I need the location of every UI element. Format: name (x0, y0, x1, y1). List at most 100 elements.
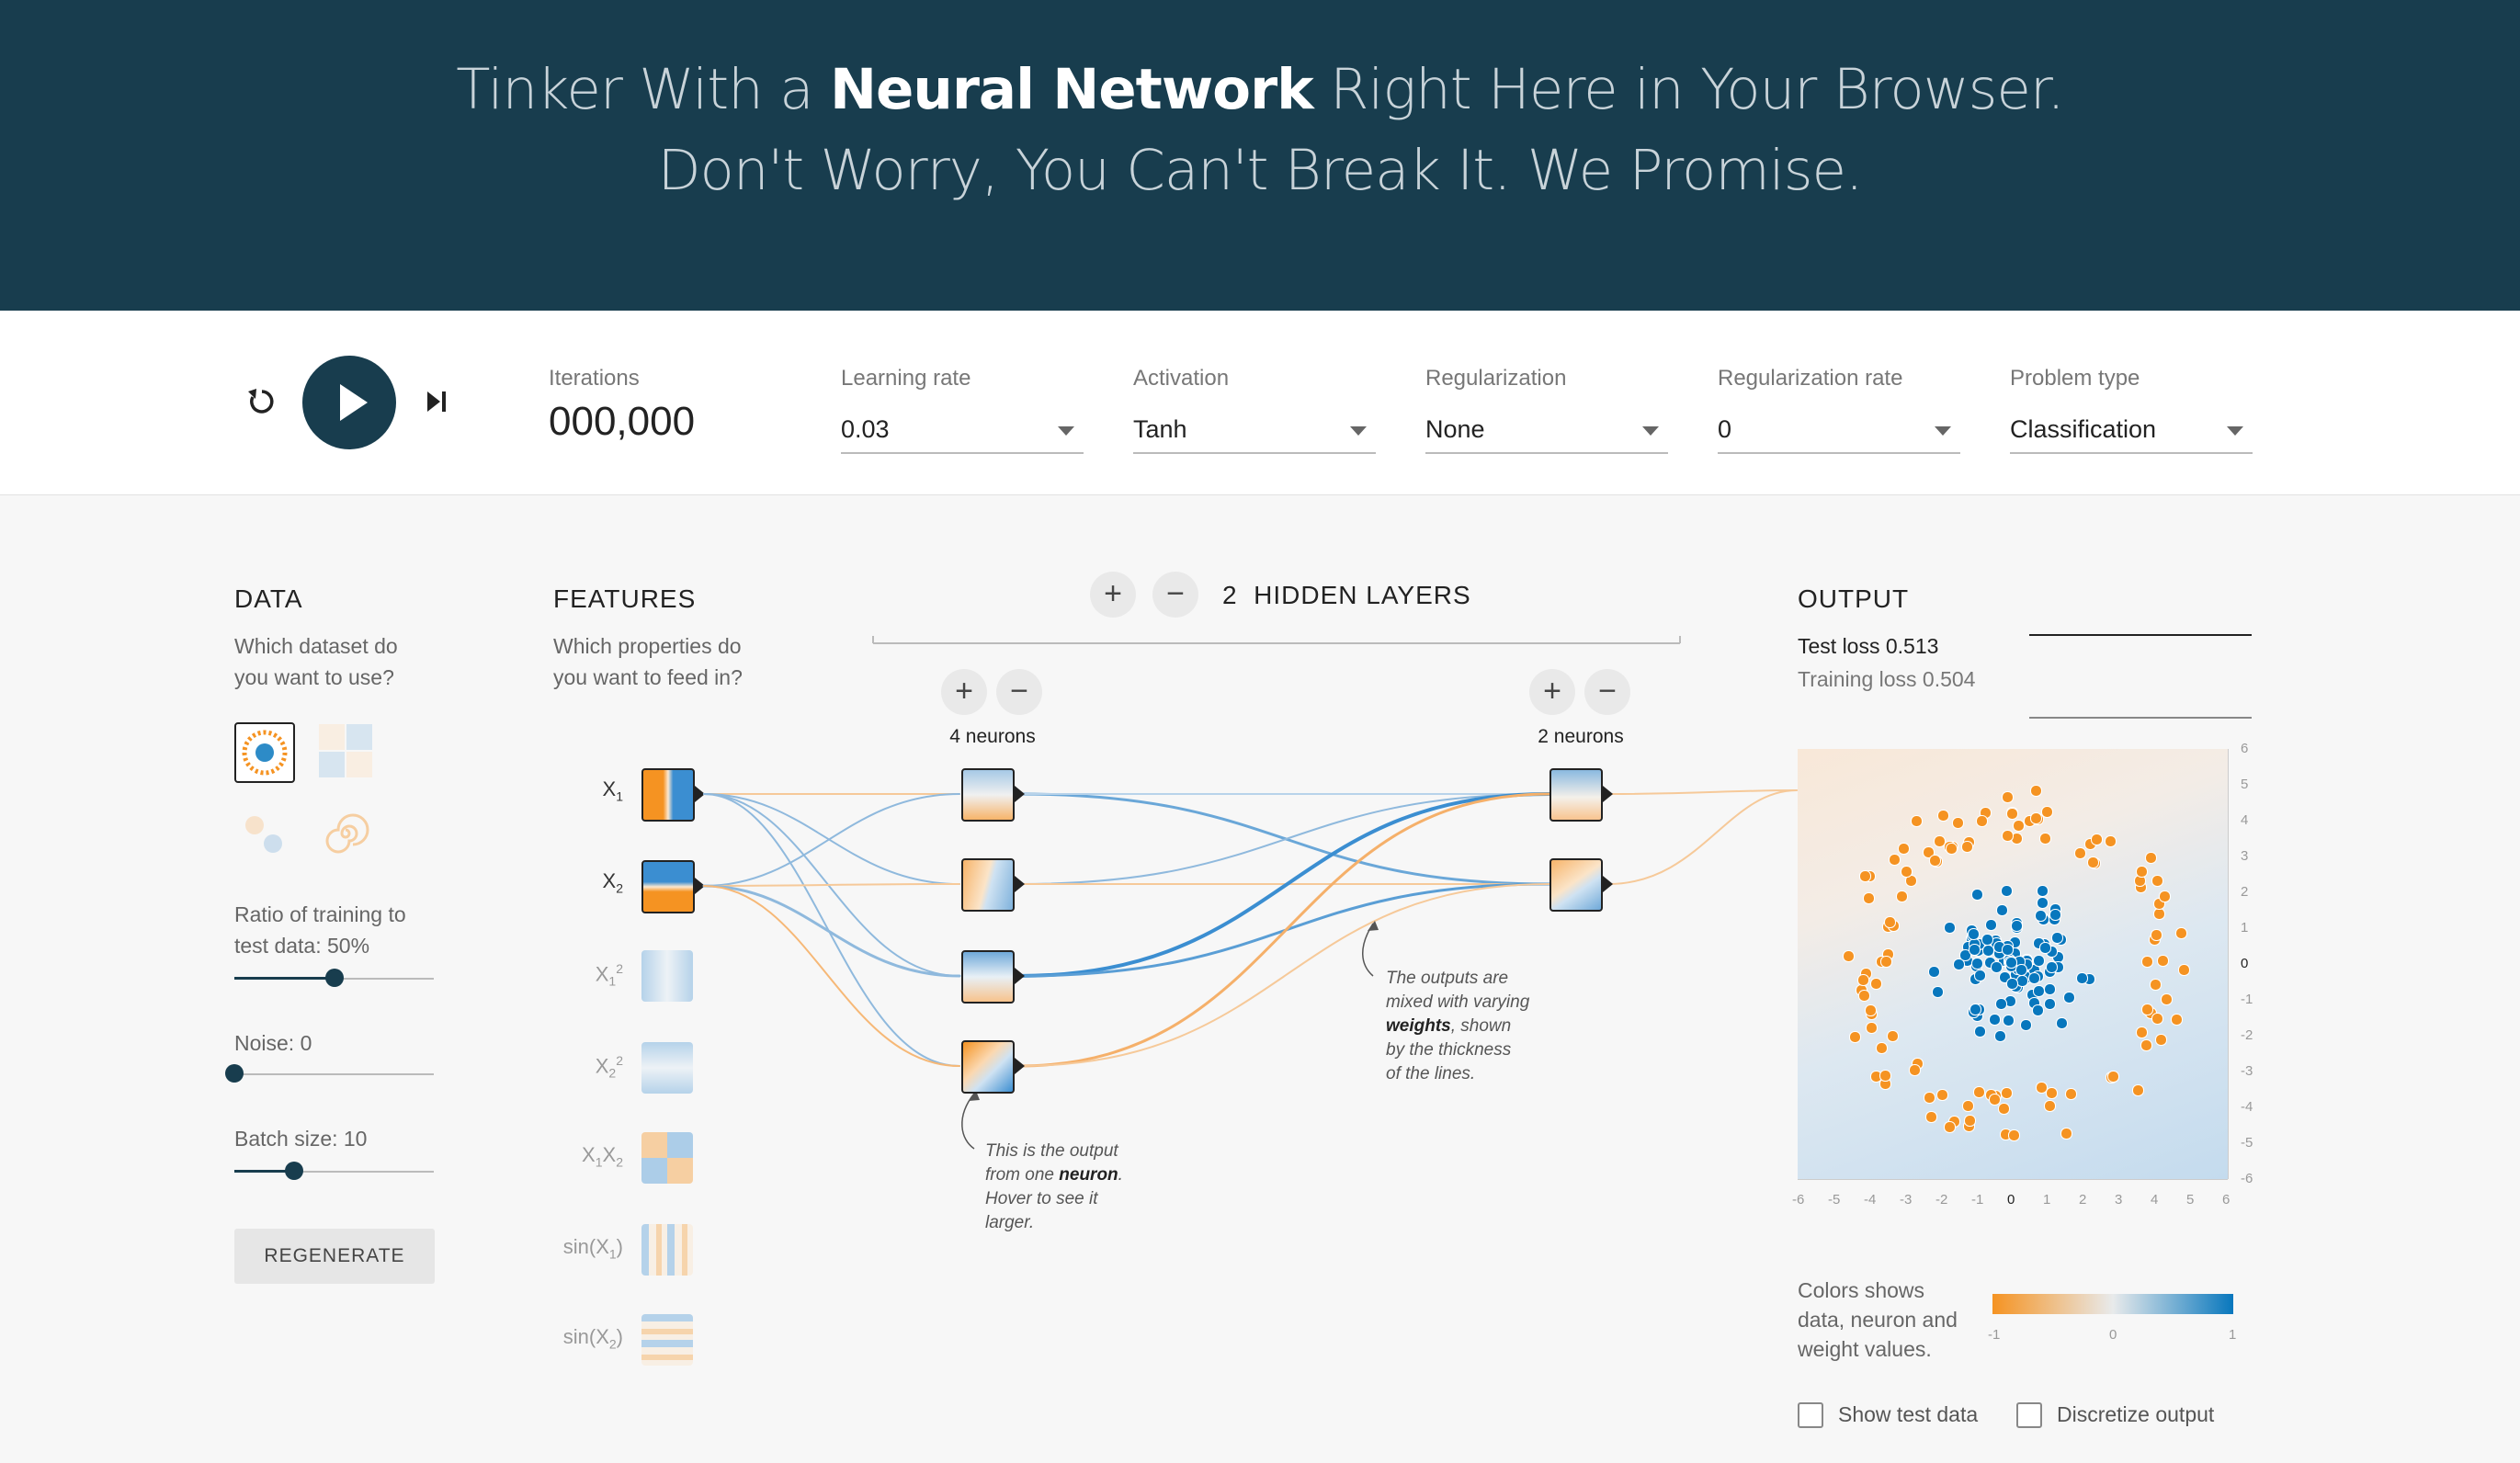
data-point (2160, 992, 2173, 1005)
x-tick-label: 3 (2115, 1192, 2123, 1208)
data-point (2060, 1128, 2073, 1140)
noise-slider-track[interactable] (234, 1073, 434, 1075)
headline-line-2: Don't Worry, You Can't Break It. We Prom… (657, 138, 1864, 203)
data-point (2030, 811, 2043, 824)
add-neuron-layer2-button[interactable]: + (1529, 669, 1575, 715)
training-loss: Training loss 0.504 (1798, 667, 1976, 691)
neuron-2-1[interactable] (1549, 768, 1603, 822)
play-button[interactable] (302, 356, 396, 449)
x-tick-label: -5 (1828, 1192, 1841, 1208)
dataset-xor[interactable] (317, 722, 374, 779)
ratio-slider-handle[interactable] (324, 969, 344, 987)
regularization-rate-label: Regularization rate (1718, 366, 1903, 391)
feature-sin-x2[interactable] (641, 1314, 693, 1366)
dataset-spiral[interactable] (317, 805, 374, 862)
data-point (1996, 903, 2009, 916)
regenerate-button[interactable]: REGENERATE (234, 1229, 435, 1284)
noise-label: Noise: 0 (234, 1031, 312, 1055)
feature-label-x1x2: X1X2 (582, 1143, 623, 1170)
weight-line (1016, 792, 1551, 1068)
minus-icon: − (1598, 674, 1617, 709)
data-point (2062, 992, 2075, 1004)
weight-line (703, 793, 960, 887)
neuron-1-3-output-arrow (1015, 968, 1025, 984)
problem-type-label: Problem type (2010, 366, 2140, 391)
feature-x2-output-arrow (695, 878, 705, 894)
data-point (2008, 1129, 2021, 1142)
activation-select[interactable]: Tanh (1133, 410, 1376, 454)
feature-label-x2: X2 (602, 869, 623, 896)
dataset-circle[interactable] (234, 722, 295, 783)
batch-slider-handle[interactable] (285, 1162, 304, 1180)
discretize-output-checkbox[interactable] (2016, 1402, 2042, 1428)
output-title: OUTPUT (1798, 584, 1910, 613)
add-neuron-layer1-button[interactable]: + (941, 669, 987, 715)
controls-bar: Iterations 000,000 Learning rate 0.03 Ac… (0, 311, 2520, 495)
legend-tick-max: 1 (2229, 1327, 2237, 1343)
hidden-layers-title: 2 HIDDEN LAYERS (1222, 581, 1471, 609)
data-point (1928, 854, 1941, 867)
regularization-rate-select[interactable]: 0 (1718, 410, 1960, 454)
remove-neuron-layer1-button[interactable]: − (996, 669, 1042, 715)
data-point (2044, 998, 2057, 1011)
remove-layer-button[interactable]: − (1152, 572, 1198, 618)
neuron-1-2-output-arrow (1015, 876, 1025, 892)
feature-x1[interactable] (641, 768, 695, 822)
reset-icon[interactable] (241, 380, 283, 423)
data-point (1842, 950, 1855, 963)
neuron-1-2[interactable] (961, 858, 1015, 912)
minus-icon: − (1166, 576, 1185, 611)
data-point (2003, 1015, 2015, 1027)
feature-sin-x1[interactable] (641, 1224, 693, 1276)
neuron-1-1-output-arrow (1015, 786, 1025, 802)
weight-line (703, 885, 960, 1067)
regularization-select[interactable]: None (1425, 410, 1668, 454)
learning-rate-select[interactable]: 0.03 (841, 410, 1084, 454)
feature-label-x1: X1 (602, 777, 623, 804)
x-tick-label: 6 (2222, 1192, 2231, 1208)
data-point (2044, 1099, 2057, 1112)
noise-slider-handle[interactable] (225, 1064, 244, 1083)
data-point (1994, 997, 2007, 1010)
caret-down-icon (1058, 426, 1074, 436)
neuron-1-4[interactable] (961, 1040, 1015, 1094)
dataset-gaussian[interactable] (234, 805, 291, 862)
output-plot[interactable] (1798, 749, 2228, 1179)
data-point (2050, 932, 2063, 945)
y-tick-label: 6 (2241, 741, 2249, 756)
learning-rate-label: Learning rate (841, 366, 971, 391)
loss-chart-train-line (2029, 717, 2252, 719)
feature-x2-squared[interactable] (641, 1042, 693, 1094)
weight-line (702, 884, 961, 978)
color-legend-text: Colors shows data, neuron and weight val… (1798, 1278, 1958, 1361)
show-test-data-checkbox[interactable] (1798, 1402, 1823, 1428)
x-tick-label: -6 (1792, 1192, 1805, 1208)
plus-icon: + (955, 674, 973, 709)
add-layer-button[interactable]: + (1090, 572, 1136, 618)
batch-slider-track[interactable] (234, 1171, 434, 1173)
data-point (2087, 856, 2100, 868)
data-point (1944, 1120, 1957, 1133)
step-icon[interactable] (424, 388, 451, 415)
y-tick-label: -6 (2241, 1171, 2253, 1186)
feature-x2[interactable] (641, 860, 695, 913)
neuron-2-2[interactable] (1549, 858, 1603, 912)
feature-x1x2[interactable] (641, 1132, 693, 1184)
feature-x1-output-arrow (695, 786, 705, 802)
data-point (2010, 919, 2023, 932)
problem-type-select[interactable]: Classification (2010, 410, 2253, 454)
data-point (2044, 982, 2057, 995)
weight-line (1607, 789, 1798, 885)
output-plot-x-axis (1798, 1179, 2228, 1180)
neuron-1-3[interactable] (961, 950, 1015, 1004)
data-point (1969, 1004, 1981, 1016)
data-point (2151, 875, 2163, 888)
data-point (2030, 784, 2043, 797)
feature-label-x1-squared: X12 (595, 961, 623, 989)
feature-x1-squared[interactable] (641, 950, 693, 1002)
data-point (2171, 1014, 2184, 1026)
data-point (2005, 977, 2018, 990)
remove-neuron-layer2-button[interactable]: − (1584, 669, 1630, 715)
neuron-1-1[interactable] (961, 768, 1015, 822)
data-point (1994, 1029, 2007, 1042)
